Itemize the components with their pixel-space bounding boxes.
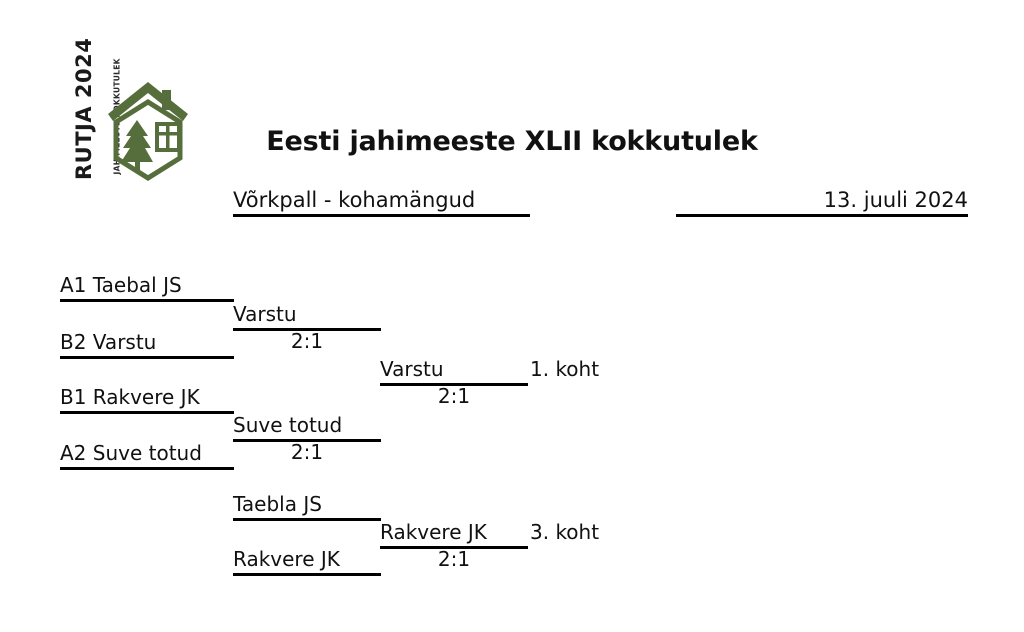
- team-name: Rakvere JK: [233, 547, 340, 571]
- bracket-cell-third-pair-1: Taebla JS: [233, 491, 381, 521]
- date-field: 13. juuli 2024: [676, 188, 968, 217]
- bracket-cell-semifinal-1: Varstu 2:1: [233, 301, 381, 353]
- bracket-cell-third-pair-2: Rakvere JK: [233, 546, 381, 576]
- placement-label-first: 1. koht: [530, 357, 600, 381]
- bracket-cell-r1-1: A1 Taebal JS: [60, 272, 234, 302]
- team-name: A1 Taebal JS: [60, 273, 182, 297]
- bracket-cell-semifinal-2: Suve totud 2:1: [233, 412, 381, 464]
- team-name: B1 Rakvere JK: [60, 385, 200, 409]
- team-name: Varstu: [233, 302, 297, 326]
- match-score: 2:1: [437, 547, 471, 571]
- event-logo: RUTJA 2024 JAHIMEESTE KOKKUTULEK: [52, 38, 192, 190]
- bracket-cell-final: Varstu 2:1: [380, 356, 528, 408]
- team-name: Varstu: [380, 357, 444, 381]
- house-with-pine-tree-logo-icon: [108, 82, 188, 181]
- bracket-cell-r1-2: B2 Varstu: [60, 329, 234, 359]
- page-title: Eesti jahimeeste XLII kokkutulek: [266, 126, 758, 157]
- team-name: A2 Suve totud: [60, 441, 202, 465]
- placement-label-third: 3. koht: [530, 520, 600, 544]
- bracket-cell-third-place: Rakvere JK 2:1: [380, 519, 528, 571]
- team-name: Rakvere JK: [380, 520, 487, 544]
- subtitle-text: Võrkpall - kohamängud: [233, 188, 476, 212]
- team-name: B2 Varstu: [60, 330, 157, 354]
- team-name: Taebla JS: [233, 492, 322, 516]
- date-text: 13. juuli 2024: [823, 188, 968, 212]
- team-name: Suve totud: [233, 413, 343, 437]
- bracket-cell-r1-3: B1 Rakvere JK: [60, 384, 234, 414]
- match-score: 2:1: [290, 329, 324, 353]
- bracket-cell-r1-4: A2 Suve totud: [60, 440, 234, 470]
- match-score: 2:1: [290, 440, 324, 464]
- match-score: 2:1: [437, 384, 471, 408]
- subtitle-field: Võrkpall - kohamängud: [233, 188, 530, 217]
